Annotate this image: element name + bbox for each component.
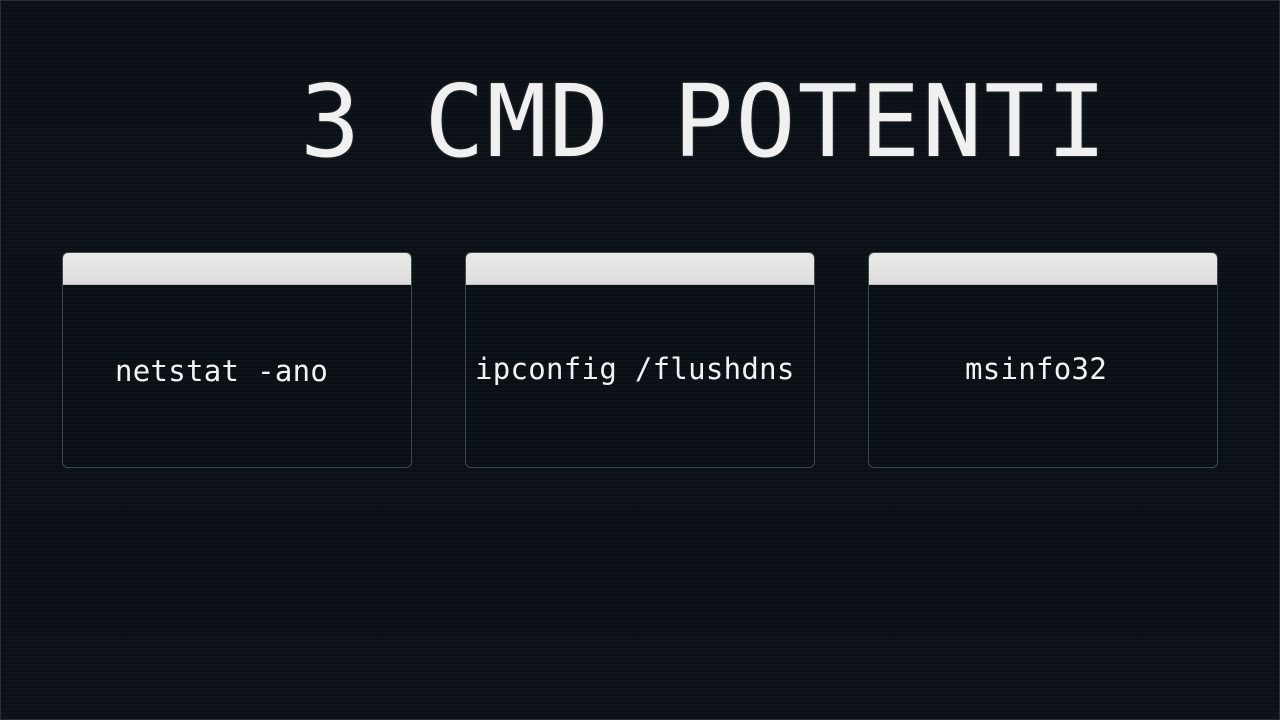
command-text: ipconfig /flushdns (475, 352, 795, 386)
card-body: msinfo32 (869, 284, 1217, 467)
card-titlebar (63, 253, 411, 285)
card-body: ipconfig /flushdns (466, 284, 814, 467)
command-card-netstat: netstat -ano (62, 252, 412, 468)
command-card-ipconfig: ipconfig /flushdns (465, 252, 815, 468)
card-titlebar (466, 253, 814, 285)
card-body: netstat -ano (63, 284, 411, 467)
card-titlebar (869, 253, 1217, 285)
command-text: netstat -ano (115, 354, 329, 388)
command-text: msinfo32 (965, 352, 1108, 386)
command-card-msinfo: msinfo32 (868, 252, 1218, 468)
page-title: 3 CMD POTENTI (300, 63, 1109, 180)
